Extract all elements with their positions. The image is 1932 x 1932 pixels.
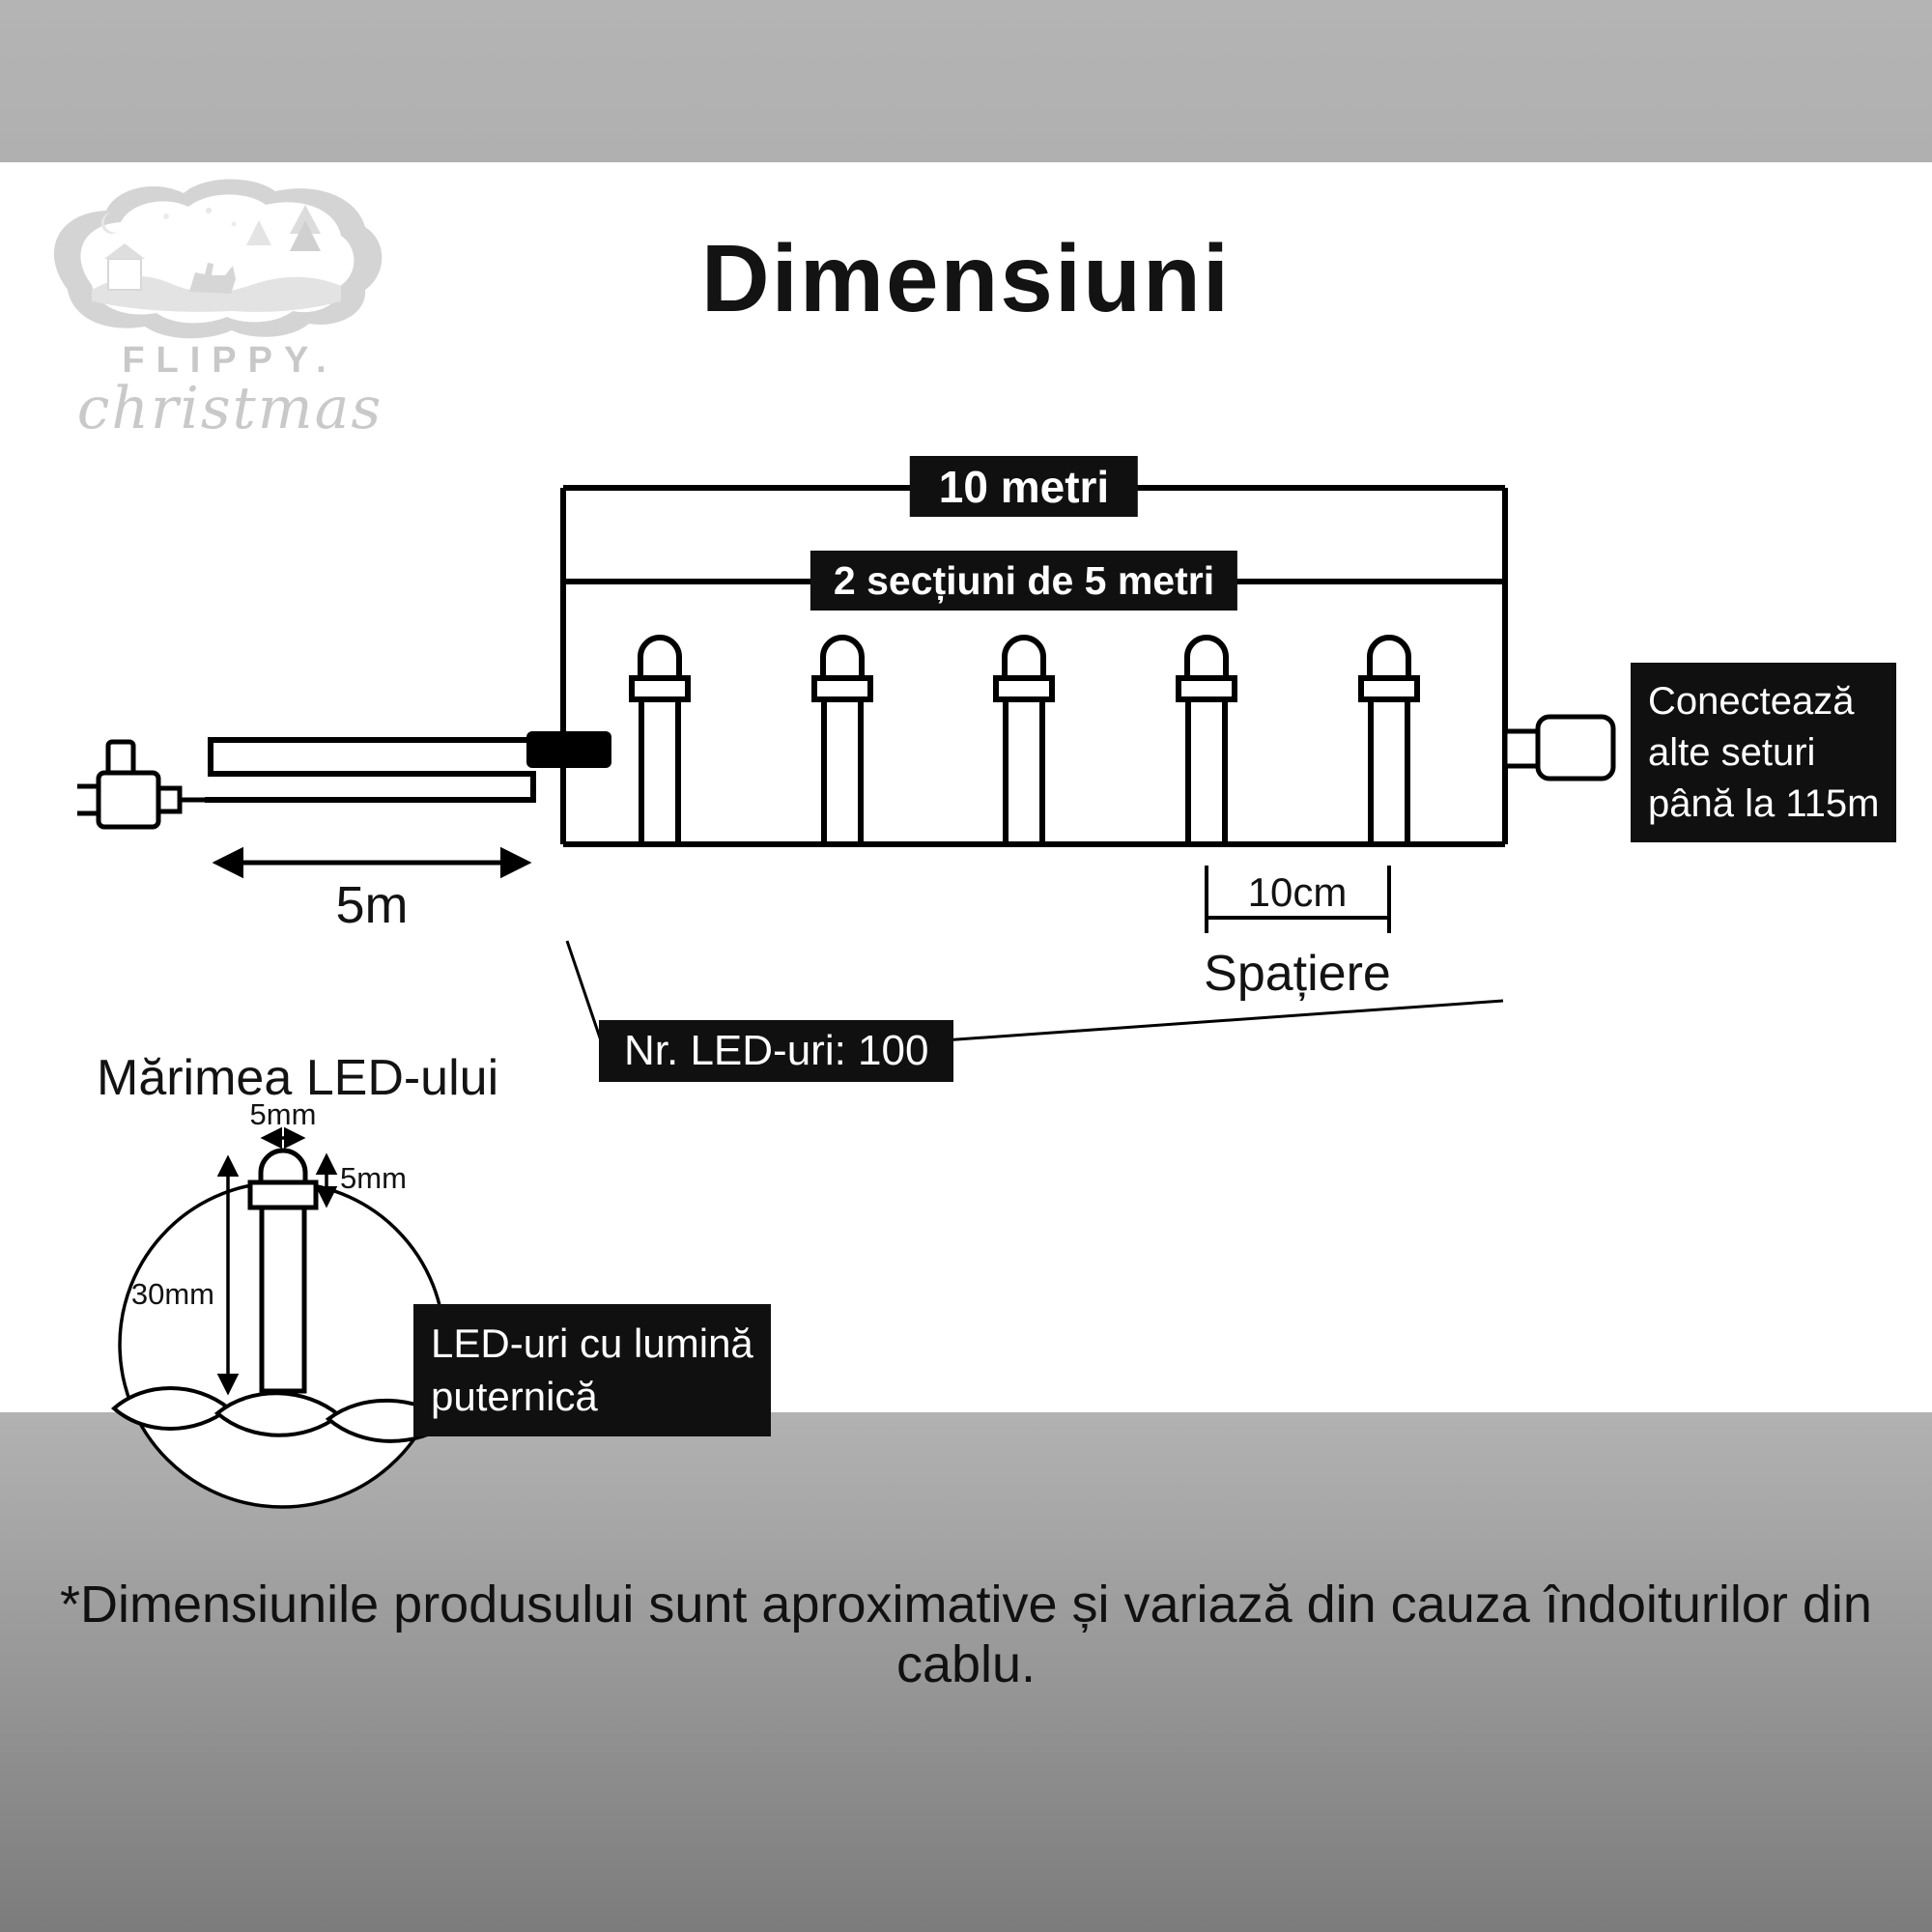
connect-sets-line2: alte seturi <box>1648 730 1816 774</box>
led-size-heading: Mărimea LED-ului <box>97 1050 499 1106</box>
led-bulb-icon <box>1176 635 1237 847</box>
led-bulb-icon <box>1358 635 1420 847</box>
connect-sets-line1: Conectează <box>1648 680 1855 723</box>
power-plug-icon <box>77 739 205 830</box>
logo-illustration <box>53 179 383 339</box>
disclaimer-text: *Dimensiunile produsului sunt aproximati… <box>60 1576 1872 1693</box>
dimension-arrows <box>216 1126 338 1396</box>
led-brightness-line1: LED-uri cu lumină <box>431 1321 753 1366</box>
led-cap-height-dimension: 5mm <box>340 1161 407 1195</box>
total-length-label: 10 metri <box>909 456 1139 517</box>
led-body-height-dimension: 30mm <box>130 1277 214 1311</box>
connect-sets-label: Conectează alte seturi până la 115m <box>1631 663 1897 843</box>
spacing-value-label: 10cm <box>1247 869 1348 915</box>
lead-cable <box>205 737 536 803</box>
end-connector-icon <box>1502 714 1616 781</box>
sections-label: 2 secțiuni de 5 metri <box>810 551 1238 611</box>
detail-led-icon <box>247 1148 319 1394</box>
led-bulb-icon <box>811 635 873 847</box>
page-title: Dimensiuni <box>700 225 1232 331</box>
led-width-dimension: 5mm <box>249 1097 317 1131</box>
connect-sets-line3: până la 115m <box>1648 781 1880 825</box>
spacing-ruler <box>1205 866 1391 933</box>
spacing-label: Spațiere <box>1204 946 1391 1002</box>
led-brightness-callout: LED-uri cu lumină puternică <box>413 1304 771 1437</box>
led-bulbs <box>629 635 1420 847</box>
logo-sub-text: christmas <box>76 375 384 442</box>
led-count-label: Nr. LED-uri: 100 <box>599 1020 954 1082</box>
junction-connector-icon <box>526 731 611 768</box>
led-bulb-icon <box>629 635 691 847</box>
led-brightness-line2: puternică <box>431 1373 598 1419</box>
lead-length-label: 5m <box>335 876 409 934</box>
led-bulb-icon <box>993 635 1055 847</box>
pointer-lines <box>565 940 1504 1050</box>
logo-brand-text: FLIPPY. <box>122 340 338 381</box>
